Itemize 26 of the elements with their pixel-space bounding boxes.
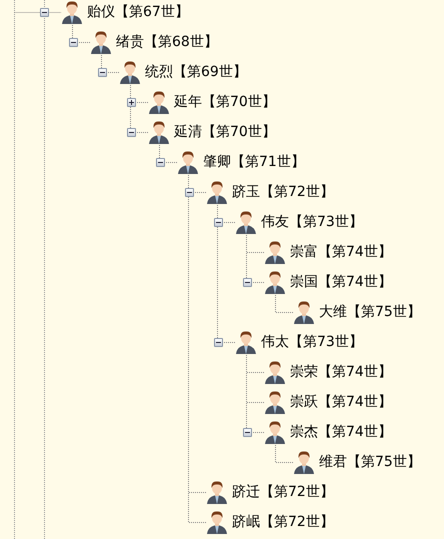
tree-connector xyxy=(275,294,294,313)
person-name: 崇杰【第74世】 xyxy=(290,423,392,441)
tree-connector xyxy=(101,54,120,73)
person-name: 伟太【第73世】 xyxy=(261,333,363,351)
person-name: 跻迁【第72世】 xyxy=(232,483,334,501)
person-name: 跻玉【第72世】 xyxy=(232,183,334,201)
person-name: 贻仪【第67世】 xyxy=(87,3,189,21)
person-name: 统烈【第69世】 xyxy=(145,63,247,81)
person-name: 伟友【第73世】 xyxy=(261,213,363,231)
person-name: 崇富【第74世】 xyxy=(290,243,392,261)
person-name: 崇荣【第74世】 xyxy=(290,363,392,381)
person-name: 肇卿【第71世】 xyxy=(203,153,305,171)
tree-connector xyxy=(72,24,90,43)
person-name: 延清【第70世】 xyxy=(174,123,276,141)
person-name: 大维【第75世】 xyxy=(319,303,421,321)
person-name: 崇跃【第74世】 xyxy=(290,393,392,411)
person-name: 延年【第70世】 xyxy=(174,93,276,111)
person-name: 崇国【第74世】 xyxy=(290,273,392,291)
tree-connector xyxy=(159,144,178,163)
tree-connector xyxy=(246,354,264,433)
person-name: 跻岷【第72世】 xyxy=(232,513,334,531)
tree-connector xyxy=(275,444,294,463)
person-name: 绪贵【第68世】 xyxy=(116,33,218,51)
person-name: 维君【第75世】 xyxy=(319,453,421,471)
tree-connector xyxy=(246,234,264,283)
tree-connector xyxy=(14,12,62,13)
